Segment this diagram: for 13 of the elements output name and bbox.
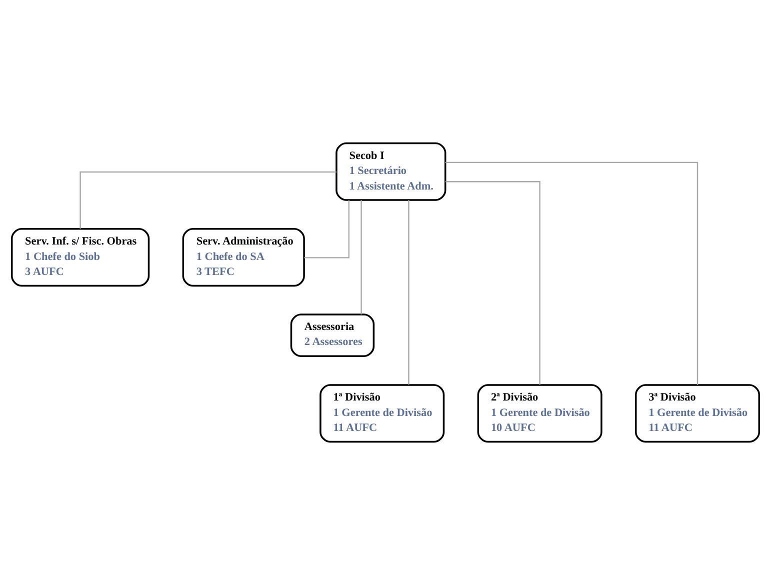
- node-box: Serv. Administração 1 Chefe do SA 3 TEFC: [182, 228, 305, 287]
- node-box: 1ª Divisão 1 Gerente de Divisão 11 AUFC: [320, 384, 445, 443]
- connector: [445, 162, 698, 385]
- connector: [446, 181, 540, 385]
- connector: [304, 200, 350, 258]
- connector: [360, 200, 362, 314]
- node-box: Serv. Inf. s/ Fisc. Obras 1 Chefe do Siob 3 AUFC: [10, 228, 150, 287]
- node-box: 3ª Divisão 1 Gerente de Divisão 11 AUFC: [634, 384, 760, 443]
- connector: [408, 200, 410, 385]
- node-box: Assessoria 2 Assessores: [290, 314, 375, 358]
- node-box: 2ª Divisão 1 Gerente de Divisão 10 AUFC: [477, 384, 602, 443]
- node-box: Secob I 1 Secretário 1 Assistente Adm.: [336, 142, 446, 201]
- connector: [80, 171, 336, 229]
